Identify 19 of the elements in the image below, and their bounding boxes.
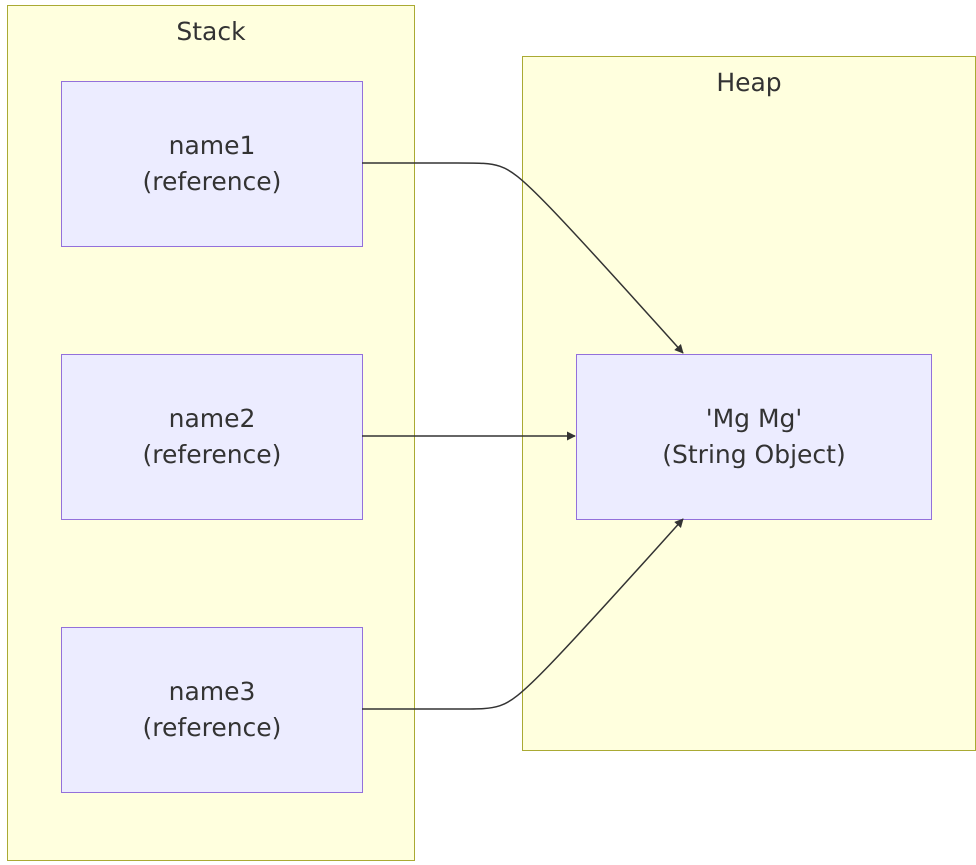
- node-box: [61, 81, 363, 247]
- node-label: name1: [168, 130, 256, 162]
- arrow: [362, 162, 684, 354]
- node-box: [61, 627, 363, 793]
- group-title: Stack: [176, 17, 246, 46]
- node-box: [576, 354, 932, 520]
- node-label: name3: [168, 676, 256, 708]
- node-label: (String Object): [662, 439, 846, 471]
- group-container: [522, 56, 976, 751]
- group-title: Heap: [716, 68, 782, 97]
- node-box: [61, 354, 363, 520]
- node-label: (reference): [142, 712, 282, 744]
- node-label: 'Mg Mg': [706, 403, 802, 435]
- arrow: [362, 518, 684, 710]
- node-label: (reference): [142, 166, 282, 198]
- arrow: [362, 432, 576, 440]
- group-container: [7, 5, 415, 861]
- node-label: (reference): [142, 439, 282, 471]
- node-label: name2: [168, 403, 256, 435]
